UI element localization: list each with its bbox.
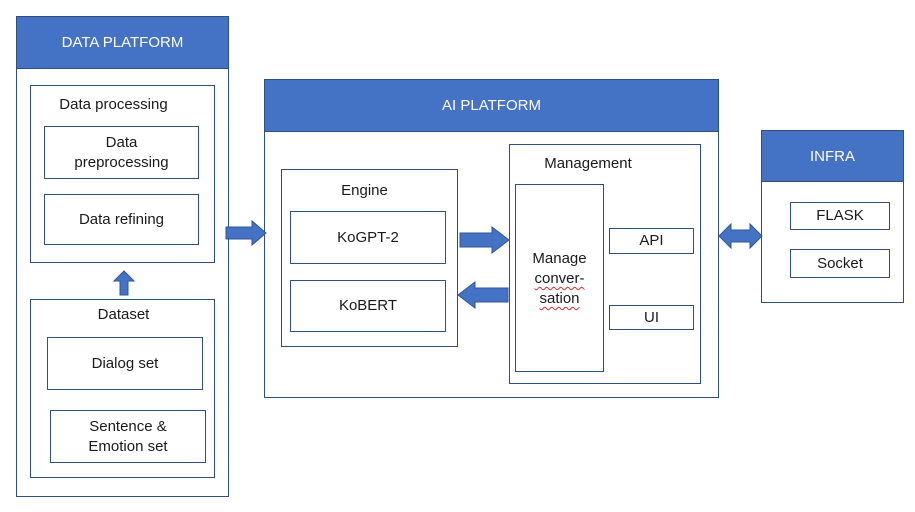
kobert-label: KoBERT xyxy=(338,297,398,314)
up-arrow xyxy=(112,270,136,296)
data-platform-title: DATA PLATFORM xyxy=(61,34,184,51)
double-arrow-ai-infra xyxy=(718,222,763,250)
data-platform-header: DATA PLATFORM xyxy=(17,17,228,69)
management-title: Management xyxy=(544,155,632,172)
manage-line-3: sation xyxy=(539,290,580,307)
ai-platform-title: AI PLATFORM xyxy=(442,97,541,114)
socket-box: Socket xyxy=(790,249,890,278)
kogpt2-box: KoGPT-2 xyxy=(290,211,446,264)
ui-box: UI xyxy=(609,305,694,330)
manage-line-2: conver- xyxy=(534,270,585,287)
dialog-set-label: Dialog set xyxy=(91,354,159,372)
infra-title: INFRA xyxy=(810,147,855,165)
data-preprocessing-label: Data preprocessing xyxy=(74,133,169,171)
dataset-title: Dataset xyxy=(97,306,150,323)
engine-title: Engine xyxy=(341,182,388,199)
right-arrow-data-to-ai xyxy=(225,219,267,247)
ui-label: UI xyxy=(644,308,659,326)
manage-conversation-box: Manage conver- sation xyxy=(515,184,604,372)
api-label: API xyxy=(639,232,664,249)
manage-conversation-label: Manage conver- sation xyxy=(516,249,603,309)
right-arrow-engine-to-management xyxy=(459,225,510,255)
kobert-box: KoBERT xyxy=(290,280,446,332)
api-box: API xyxy=(609,228,694,254)
data-processing-title: Data processing xyxy=(59,96,168,113)
infra-header: INFRA xyxy=(762,131,903,182)
dialog-set-box: Dialog set xyxy=(47,337,203,390)
kogpt2-label: KoGPT-2 xyxy=(337,228,399,246)
data-preprocessing-box: Data preprocessing xyxy=(44,126,199,179)
manage-line-1: Manage xyxy=(532,250,587,267)
data-refining-box: Data refining xyxy=(44,194,199,245)
left-arrow-management-to-engine xyxy=(457,280,509,310)
data-refining-label: Data refining xyxy=(78,210,165,228)
flask-box: FLASK xyxy=(790,202,890,230)
ai-platform-header: AI PLATFORM xyxy=(265,80,718,132)
sentence-emotion-set-box: Sentence & Emotion set xyxy=(50,410,206,463)
socket-label: Socket xyxy=(817,254,863,272)
sentence-emotion-set-label: Sentence & Emotion set xyxy=(88,417,168,455)
flask-label: FLASK xyxy=(816,207,864,224)
